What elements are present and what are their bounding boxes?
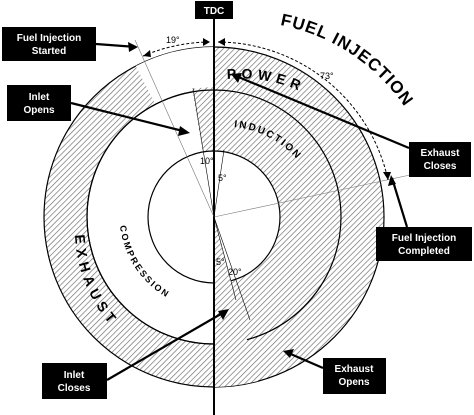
- tdc-box: [195, 1, 233, 19]
- angle-arrowheads: [143, 38, 391, 180]
- svg-text:Inlet: Inlet: [64, 370, 85, 381]
- svg-text:Opens: Opens: [338, 377, 370, 388]
- callout-fuel-injection-completed: Fuel Injection Completed: [376, 227, 472, 261]
- callout-fuel-injection-started: Fuel Injection Started: [2, 27, 96, 61]
- svg-text:Opens: Opens: [23, 105, 55, 116]
- tdc-label: TDC: [204, 6, 225, 17]
- callout-arrows: [70, 42, 410, 381]
- svg-text:Closes: Closes: [424, 161, 457, 172]
- callout-inlet-opens: Inlet Opens: [7, 85, 71, 121]
- angle-arcs: [142, 41, 389, 181]
- callout-exhaust-opens: Exhaust Opens: [323, 358, 386, 394]
- svg-text:Started: Started: [32, 46, 66, 57]
- angle-injection-span: 73°: [320, 71, 334, 81]
- callout-inlet-closes: Inlet Closes: [42, 363, 107, 399]
- angle-small-top: 5°: [218, 173, 227, 183]
- callout-exhaust-closes: Exhaust Closes: [409, 142, 471, 177]
- svg-text:Completed: Completed: [398, 246, 450, 257]
- angle-small-bottom: 5°: [216, 257, 225, 267]
- svg-text:Exhaust: Exhaust: [335, 364, 375, 375]
- angle-inlet-open: 10°: [200, 156, 214, 166]
- svg-text:Inlet: Inlet: [29, 92, 50, 103]
- angle-inlet-close: 20°: [228, 267, 242, 277]
- svg-text:Closes: Closes: [58, 383, 91, 394]
- arrowheads: [128, 42, 396, 358]
- svg-text:Fuel Injection: Fuel Injection: [17, 33, 81, 44]
- svg-text:Exhaust: Exhaust: [421, 148, 461, 159]
- svg-text:Fuel Injection: Fuel Injection: [392, 233, 456, 244]
- angle-injection-start: 19°: [166, 35, 180, 45]
